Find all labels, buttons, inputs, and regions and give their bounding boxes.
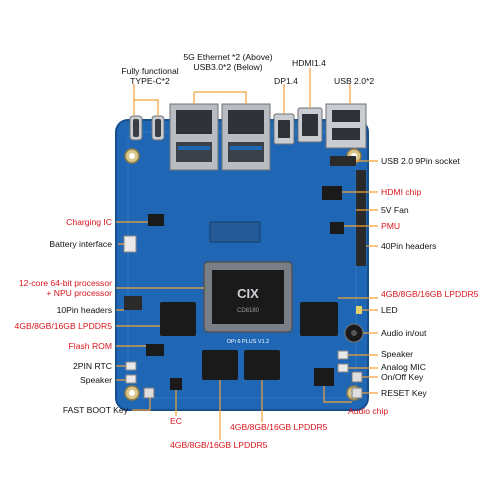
speaker-connector-right — [337, 350, 349, 360]
flash-rom-chip — [146, 344, 164, 356]
onoff-key — [351, 371, 363, 383]
label-ec: EC — [170, 416, 182, 426]
label-lpddr-bottom: 4GB/8GB/16GB LPDDR5 — [170, 440, 268, 450]
label-onoff: On/Off Key — [381, 372, 424, 382]
emmc-chip — [209, 221, 261, 243]
board-silkscreen: OPi 6 PLUS V1.2 — [227, 339, 270, 345]
label-pmu: PMU — [381, 221, 401, 231]
hdmi-chip — [322, 186, 342, 200]
reset-key — [351, 387, 363, 399]
label-lpddr-right: 4GB/8GB/16GB LPDDR5 — [381, 289, 479, 299]
label-40pin: 40Pin headers — [381, 241, 437, 251]
pin10-header — [124, 296, 142, 310]
label-hdmi: HDMI1.4 — [292, 58, 326, 68]
ec-chip — [170, 378, 182, 390]
label-typec-line2: TYPE-C*2 — [130, 76, 170, 86]
lpddr-chip-bottom-right — [244, 350, 280, 380]
label-reset: RESET Key — [381, 388, 427, 398]
audio-chip — [314, 368, 334, 386]
label-fan: 5V Fan — [381, 205, 409, 215]
leader-lines — [116, 68, 378, 440]
analog-mic-connector — [337, 363, 349, 373]
label-led: LED — [381, 305, 398, 315]
label-flash: Flash ROM — [68, 341, 112, 351]
label-lpddr-bottom-mid: 4GB/8GB/16GB LPDDR5 — [230, 422, 328, 432]
label-usb2: USB 2.0*2 — [334, 76, 375, 86]
label-10pin: 10Pin headers — [56, 305, 112, 315]
soc-logo: CIX — [237, 286, 259, 301]
pmu-chip — [330, 222, 344, 234]
label-speaker-left: Speaker — [79, 375, 112, 385]
lpddr-chip-bottom-left — [202, 350, 238, 380]
lpddr-chip-right — [300, 302, 338, 336]
label-analog-mic: Analog MIC — [381, 362, 426, 372]
soc-marking: CD8180 — [237, 308, 260, 314]
speaker-connector-left — [125, 374, 137, 384]
led-indicator — [356, 306, 362, 314]
label-processor-line1: 12-core 64-bit processor — [18, 278, 112, 288]
battery-connector — [123, 235, 137, 253]
label-audio-chip: Audio chip — [348, 406, 389, 416]
label-battery: Battery interface — [49, 239, 112, 249]
label-ethernet-line1: 5G Ethernet *2 (Above) — [183, 52, 273, 62]
label-hdmi-chip: HDMI chip — [381, 187, 422, 197]
label-charging-ic: Charging IC — [66, 217, 112, 227]
charging-ic — [148, 214, 164, 226]
label-audio: Audio in/out — [381, 328, 427, 338]
label-lpddr-left: 4GB/8GB/16GB LPDDR5 — [14, 321, 112, 331]
label-dp: DP1.4 — [274, 76, 298, 86]
lpddr-chip-left — [160, 302, 196, 336]
usb-socket — [330, 156, 356, 166]
gpio-header-icon — [356, 170, 366, 266]
label-processor-line2: + NPU processor — [46, 288, 112, 298]
label-fastboot: FAST BOOT Key — [62, 405, 128, 415]
label-typec-line1: Fully functional — [121, 66, 179, 76]
label-speaker-right: Speaker — [381, 349, 414, 359]
label-rtc: 2PIN RTC — [73, 361, 112, 371]
label-usb-socket: USB 2.0 9Pin socket — [381, 156, 460, 166]
fastboot-key — [143, 387, 155, 399]
rtc-connector — [125, 361, 137, 371]
label-ethernet-line2: USB3.0*2 (Below) — [193, 62, 263, 72]
